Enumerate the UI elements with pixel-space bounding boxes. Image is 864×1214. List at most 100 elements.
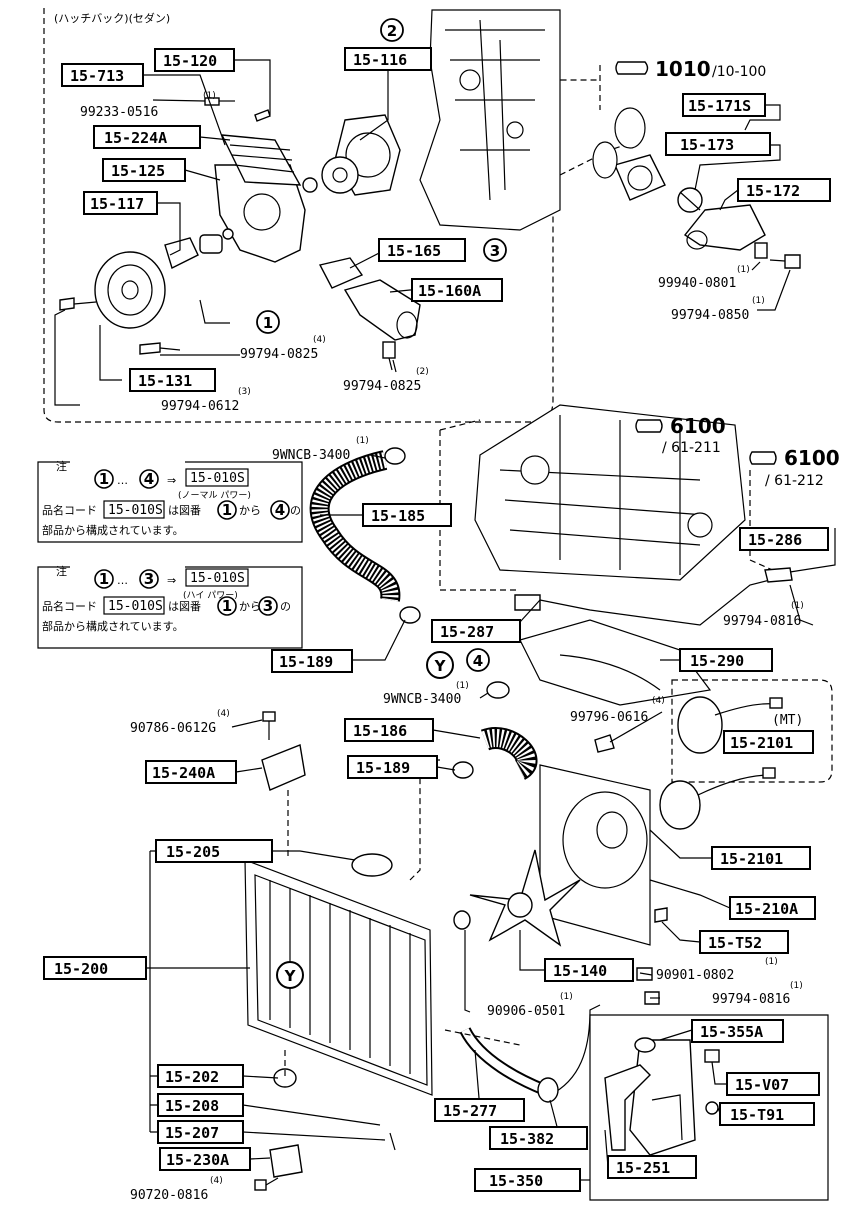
svg-text:15-185: 15-185 bbox=[371, 507, 425, 525]
svg-text:15-286: 15-286 bbox=[748, 531, 802, 549]
part-box-15-713[interactable]: 15-713 bbox=[61, 63, 144, 87]
part-box-15-120[interactable]: 15-120 bbox=[154, 48, 235, 72]
part-box-15-230A[interactable]: 15-230A bbox=[159, 1147, 251, 1171]
part-box-15-172[interactable]: 15-172 bbox=[737, 178, 831, 202]
part-box-15-240A[interactable]: 15-240A bbox=[145, 760, 237, 784]
part-box-15-350[interactable]: 15-350 bbox=[474, 1168, 581, 1192]
hose-15-290 bbox=[559, 654, 661, 691]
svg-text:15-010S: 15-010S bbox=[108, 599, 163, 614]
part-box-15-173[interactable]: 15-173 bbox=[665, 132, 771, 156]
fan-shroud-210A bbox=[539, 764, 651, 946]
engine-lower-mid bbox=[519, 619, 712, 706]
svg-text:15-171S: 15-171S bbox=[688, 97, 751, 115]
part-box-15-189-a[interactable]: 15-189 bbox=[271, 649, 353, 673]
part-box-15-224A[interactable]: 15-224A bbox=[93, 125, 201, 149]
svg-text:4: 4 bbox=[275, 501, 285, 519]
hose-15-186 bbox=[480, 727, 538, 780]
svg-text:1: 1 bbox=[263, 314, 273, 332]
part-box-15-T52[interactable]: 15-T52 bbox=[699, 930, 789, 954]
qty-99794-0850: (1) bbox=[752, 296, 765, 306]
svg-text:15-189: 15-189 bbox=[356, 759, 410, 777]
nut-15-T91 bbox=[705, 1101, 719, 1115]
callout-1: 1 bbox=[256, 310, 280, 334]
svg-text:…: … bbox=[117, 474, 128, 487]
part-box-15-185[interactable]: 15-185 bbox=[362, 503, 452, 527]
part-box-15-117[interactable]: 15-117 bbox=[83, 191, 158, 215]
svg-text:15-117: 15-117 bbox=[90, 195, 144, 213]
svg-text:は図番: は図番 bbox=[168, 504, 201, 517]
svg-text:1010: 1010 bbox=[655, 57, 711, 81]
part-box-15-210A[interactable]: 15-210A bbox=[729, 896, 816, 920]
bolt-99796 bbox=[594, 734, 615, 753]
nut-99940 bbox=[754, 242, 768, 259]
impeller bbox=[321, 156, 359, 194]
svg-text:15-355A: 15-355A bbox=[700, 1023, 763, 1041]
leader-lines bbox=[54, 59, 836, 1181]
part-box-15-286[interactable]: 15-286 bbox=[739, 527, 829, 551]
svg-text:⇒: ⇒ bbox=[167, 474, 176, 487]
svg-text:15-287: 15-287 bbox=[440, 623, 494, 641]
fastener-99233-0516: 99233-0516 bbox=[80, 105, 158, 120]
part-box-15-287[interactable]: 15-287 bbox=[431, 619, 521, 643]
svg-text:⇒: ⇒ bbox=[167, 574, 176, 587]
part-box-15-205[interactable]: 15-205 bbox=[155, 839, 273, 863]
svg-text:15-125: 15-125 bbox=[111, 162, 165, 180]
thermostat-gasket-173 bbox=[614, 154, 666, 201]
part-box-15-200[interactable]: 15-200 bbox=[43, 956, 147, 980]
part-box-15-207[interactable]: 15-207 bbox=[157, 1120, 244, 1144]
part-box-15-251[interactable]: 15-251 bbox=[607, 1155, 697, 1179]
ref-1010[interactable]: 1010 /10-100 bbox=[615, 57, 766, 81]
part-box-15-160A[interactable]: 15-160A bbox=[411, 278, 503, 302]
engine-block-upper bbox=[419, 9, 561, 231]
part-box-15-140[interactable]: 15-140 bbox=[544, 958, 634, 982]
outlet-pipe-160A bbox=[343, 279, 421, 341]
part-box-15-125[interactable]: 15-125 bbox=[102, 158, 186, 182]
callout-y-1: Y bbox=[426, 651, 454, 679]
fastener-99794-0825a: 99794-0825 bbox=[240, 347, 318, 362]
part-box-15-V07[interactable]: 15-V07 bbox=[726, 1072, 820, 1096]
svg-text:Y: Y bbox=[434, 657, 447, 675]
svg-text:15-350: 15-350 bbox=[489, 1172, 543, 1190]
svg-text:注: 注 bbox=[56, 564, 67, 578]
svg-text:15-131: 15-131 bbox=[138, 372, 192, 390]
svg-text:15-200: 15-200 bbox=[54, 960, 108, 978]
svg-text:15-140: 15-140 bbox=[553, 962, 607, 980]
part-box-15-171S[interactable]: 15-171S bbox=[682, 93, 766, 117]
drain-plug-207 bbox=[389, 1132, 396, 1151]
svg-text:15-186: 15-186 bbox=[353, 722, 407, 740]
svg-text:15-116: 15-116 bbox=[353, 51, 407, 69]
svg-text:15-207: 15-207 bbox=[165, 1124, 219, 1142]
cap-15-355A bbox=[634, 1037, 656, 1053]
part-box-15-277[interactable]: 15-277 bbox=[434, 1098, 525, 1122]
qty-90720: (4) bbox=[210, 1176, 223, 1186]
part-box-15-116[interactable]: 15-116 bbox=[344, 47, 432, 71]
ref-6100-b[interactable]: 6100 / 61-212 bbox=[749, 446, 840, 489]
part-box-15-208[interactable]: 15-208 bbox=[157, 1093, 244, 1117]
clamp-15-189b bbox=[452, 761, 474, 779]
clamp-9wncb-a bbox=[384, 447, 406, 465]
part-box-15-165[interactable]: 15-165 bbox=[378, 238, 466, 262]
part-box-15-355A[interactable]: 15-355A bbox=[691, 1019, 784, 1043]
part-box-15-131[interactable]: 15-131 bbox=[129, 368, 216, 392]
svg-text:15-251: 15-251 bbox=[616, 1159, 670, 1177]
part-box-15-186[interactable]: 15-186 bbox=[344, 718, 434, 742]
hose-15-382 bbox=[549, 1004, 601, 1096]
svg-text:4: 4 bbox=[144, 470, 154, 488]
part-box-15-290[interactable]: 15-290 bbox=[679, 648, 773, 672]
part-box-15-382[interactable]: 15-382 bbox=[489, 1126, 588, 1150]
pump-spacer bbox=[199, 234, 223, 254]
pulley-hub-plate bbox=[164, 237, 199, 269]
radiator-bracket-240A bbox=[261, 744, 306, 791]
part-box-15-202[interactable]: 15-202 bbox=[157, 1064, 244, 1088]
callout-3: 3 bbox=[483, 238, 507, 262]
part-box-15-2101-a[interactable]: 15-2101 bbox=[723, 730, 814, 754]
part-box-15-2101-b[interactable]: 15-2101 bbox=[711, 846, 811, 870]
part-box-15-T91[interactable]: 15-T91 bbox=[719, 1102, 815, 1126]
part-box-15-189-b[interactable]: 15-189 bbox=[347, 755, 438, 779]
thermostat-housing-172 bbox=[683, 204, 766, 251]
ref-6100-a[interactable]: 6100 / 61-211 bbox=[635, 414, 726, 456]
engine-port bbox=[592, 141, 618, 179]
hose-15-277 bbox=[459, 1027, 548, 1096]
svg-text:15-205: 15-205 bbox=[166, 843, 220, 861]
